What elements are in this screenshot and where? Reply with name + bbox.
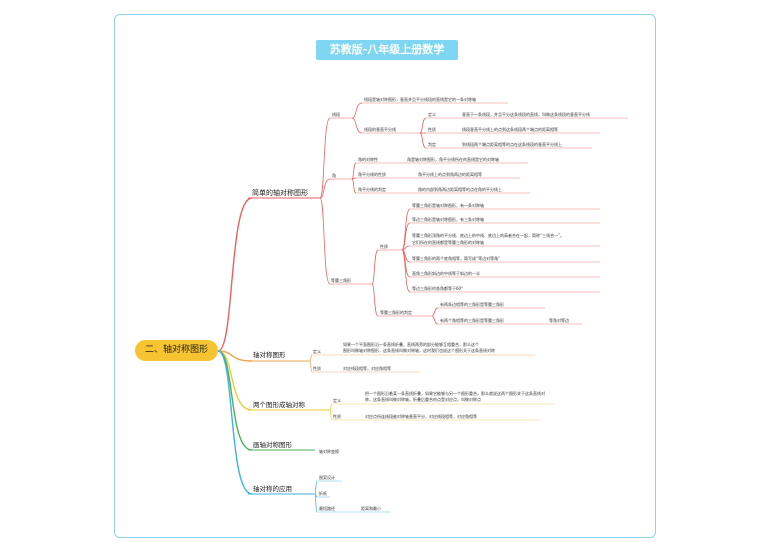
val-axial-def-1: 如果一个平面图形沿一条直线折叠，直线两旁的部分能够互相重合，那么这个: [343, 342, 479, 347]
connector: [217, 350, 253, 495]
key-two-prop: 性质: [333, 414, 341, 419]
leaf-iso-prop-1: 等腰三角形是轴对称图形，有一条对称轴: [412, 203, 484, 208]
connector: [419, 132, 427, 149]
val-two-def-1: 把一个图形沿着某一条直线折叠，如果它能够与另一个图形重合，那么就说这两个图形关于…: [365, 391, 545, 396]
branch-applications[interactable]: 轴对称的应用: [253, 485, 292, 493]
node-segment[interactable]: 线段: [332, 112, 340, 117]
val-bisector-judge: 到线段两个端点距离相等的点在这条线段的垂直平分线上: [462, 142, 562, 147]
leaf-iso-judge-2: 有两个角相等的三角形是等腰三角形: [440, 318, 504, 323]
leaf-iso-prop-4: 等腰三角形的两个底角相等，简写成“等边对等角”: [412, 256, 501, 261]
node-perp-bisector[interactable]: 线段的垂直平分线: [364, 127, 396, 132]
connector: [329, 409, 333, 421]
node-iso-props[interactable]: 性质: [380, 244, 388, 249]
connector: [351, 102, 363, 119]
connector: [431, 307, 439, 317]
val-axial-def-2: 图形叫做轴对称图形，这条直线叫做对称轴，这时我们也说这个图形关于这条直线对称: [343, 348, 495, 353]
val-axial-prop: 对应线段相等，对应角相等: [343, 366, 391, 371]
connector: [217, 197, 253, 352]
branch-draw-symmetric[interactable]: 画轴对称图形: [253, 441, 292, 449]
connector: [401, 222, 411, 251]
leaf-iso-prop-6: 等边三角形的各角都等于60°: [412, 286, 464, 291]
leaf-transform: 轴对称变换: [319, 449, 339, 454]
connector: [217, 350, 253, 451]
connector: [319, 197, 331, 285]
key-axial-prop: 性质: [313, 366, 321, 371]
val-angle-bis-judge: 角的内部到角两边距离相等的点在角的平分线上: [418, 187, 502, 192]
branch-axial-figure[interactable]: 轴对称图形: [253, 351, 286, 359]
leaf-iso-prop-3a: 等腰三角形顶角的平分线、底边上的中线、底边上的高者合在一起，简称“三线合一”。: [412, 233, 565, 238]
leaf-iso-judge-note: 等角对等边: [549, 318, 569, 323]
connector: [351, 162, 357, 180]
node-isosceles[interactable]: 等腰三角形: [331, 278, 351, 283]
key-angle-bis-judge: 角平分线的判定: [358, 187, 386, 192]
val-bisector-def: 垂直于一条线段，并且平分这条线段的直线，叫做这条线段的垂直平分线: [462, 112, 590, 117]
connector: [319, 178, 331, 199]
leaf-iso-prop-5: 直角三角形斜边的中线等于斜边的一半: [412, 271, 480, 276]
key-bisector-judge: 判定: [428, 142, 436, 147]
page-title: 苏教版-八年级上册数学: [316, 40, 458, 60]
val-angle-sym: 角是轴对称图形，角平分线所在的直线是它的对称轴: [407, 157, 499, 162]
leaf-iso-prop-3b: 它们所在的直线都是等腰三角形的对称轴: [412, 240, 484, 245]
connector: [371, 249, 379, 285]
connector: [351, 117, 363, 134]
key-bisector-def: 定义: [428, 112, 436, 117]
connector: [419, 117, 427, 134]
key-bisector-prop: 性质: [428, 127, 436, 132]
connector: [314, 493, 318, 513]
connector: [401, 208, 411, 251]
root-node[interactable]: 二、轴对称图形: [135, 340, 218, 361]
leaf-min-distance: 距离和最小: [361, 506, 381, 511]
val-two-prop: 对应点所连线段被对称轴垂直平分，对应线段相等，对应角相等: [365, 414, 477, 419]
canvas-frame: [114, 14, 656, 538]
connector: [371, 283, 379, 317]
connector: [319, 117, 331, 199]
branch-two-figures[interactable]: 两个图形成轴对称: [253, 401, 305, 409]
connector: [401, 249, 411, 293]
connector: [401, 249, 411, 278]
branch-simple-symmetric[interactable]: 简单的轴对称图形: [252, 189, 308, 197]
connector: [431, 315, 439, 325]
node-angle[interactable]: 角: [332, 173, 336, 178]
leaf-shortest-path: 最短路径: [319, 506, 335, 511]
node-iso-judge[interactable]: 等腰三角形的判定: [380, 310, 412, 315]
leaf-folding: 折纸: [319, 491, 327, 496]
key-angle-sym: 角的对称性: [358, 157, 378, 162]
val-two-def-2: 称，这条直线叫做对称轴，折叠后重合的点是对应点，叫做对称点: [365, 397, 481, 402]
connector: [314, 480, 318, 495]
leaf-iso-prop-2: 等边三角形是轴对称图形，有三条对称轴: [412, 217, 484, 222]
key-two-def: 定义: [333, 398, 341, 403]
connector: [329, 403, 333, 411]
val-angle-bis-prop: 角平分线上的点到角两边的距离相等: [418, 172, 482, 177]
connector: [217, 350, 253, 411]
key-axial-def: 定义: [313, 349, 321, 354]
leaf-iso-judge-1: 有两条边相等的三角形是等腰三角形: [440, 302, 504, 307]
leaf-segment-symmetric: 线段是轴对称图形，垂直并且平分线段的直线是它的一条对称轴: [364, 97, 476, 102]
key-angle-bis-prop: 角平分线的性质: [358, 172, 386, 177]
val-bisector-prop: 线段垂直平分线上的点到这条线段两个端点的距离相等: [462, 127, 558, 132]
connector: [309, 360, 313, 373]
connector: [351, 178, 357, 194]
leaf-pattern: 图案设计: [319, 475, 335, 480]
connector: [309, 354, 313, 362]
